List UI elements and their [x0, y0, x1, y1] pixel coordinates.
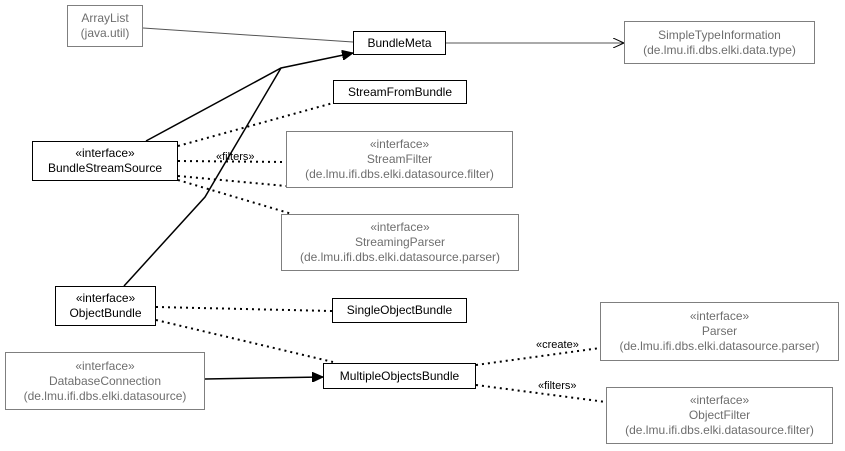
node-name: BundleStreamSource: [47, 161, 163, 175]
edge-arraylist-bundlemeta: [142, 27, 354, 43]
edge-objectbundle-multipleobjectsbundle: [155, 319, 334, 363]
node-stereotype: «interface»: [689, 393, 750, 407]
node-arraylist[interactable]: ArrayList (java.util): [67, 5, 143, 47]
node-package: (de.lmu.ifi.dbs.elki.data.type): [643, 42, 796, 57]
node-name: BundleMeta: [367, 35, 432, 50]
edge-label-create: «create»: [536, 339, 579, 351]
node-streamingparser[interactable]: «interface» StreamingParser (de.lmu.ifi.…: [281, 214, 519, 271]
node-name: ObjectBundle: [69, 306, 142, 320]
edge-bundlestreamsource-bundlemeta: [145, 53, 353, 142]
node-package: (de.lmu.ifi.dbs.elki.datasource.parser): [299, 250, 501, 264]
node-name: StreamingParser: [354, 235, 446, 249]
node-package: (de.lmu.ifi.dbs.elki.datasource.filter): [305, 167, 494, 181]
node-name: MultipleObjectsBundle: [339, 368, 460, 383]
edge-multipleobjectsbundle-objectfilter: [475, 384, 607, 403]
node-package: (de.lmu.ifi.dbs.elki.datasource.filter): [625, 423, 814, 437]
node-simpletypeinformation[interactable]: SimpleTypeInformation (de.lmu.ifi.dbs.el…: [624, 21, 815, 64]
edge-bundlestreamsource-streamingparser: [177, 179, 293, 215]
node-name: StreamFilter: [366, 152, 433, 166]
node-package: (java.util): [80, 26, 130, 40]
edge-bundlestreamsource-streamfilter-2: [177, 175, 287, 187]
node-stereotype: «interface»: [369, 137, 430, 151]
node-stereotype: «interface»: [75, 146, 135, 160]
node-objectfilter[interactable]: «interface» ObjectFilter (de.lmu.ifi.dbs…: [606, 387, 833, 444]
node-name: StreamFromBundle: [347, 84, 453, 99]
edge-label-filters-stream: «filters»: [216, 151, 255, 163]
node-name: ArrayList: [81, 11, 129, 25]
edge-label-filters-object: «filters»: [538, 380, 577, 392]
node-stereotype: «interface»: [75, 291, 136, 305]
node-package: (de.lmu.ifi.dbs.elki.datasource): [23, 388, 187, 403]
node-name: SimpleTypeInformation: [658, 27, 781, 42]
node-streamfilter[interactable]: «interface» StreamFilter (de.lmu.ifi.dbs…: [286, 131, 513, 188]
node-singleobjectbundle[interactable]: SingleObjectBundle: [332, 298, 467, 323]
node-stereotype: «interface»: [689, 309, 750, 323]
node-databaseconnection[interactable]: «interface» DatabaseConnection (de.lmu.i…: [5, 352, 205, 410]
node-name: ObjectFilter: [688, 408, 751, 422]
node-bundlestreamsource[interactable]: «interface» BundleStreamSource: [32, 141, 178, 181]
node-name: Parser: [701, 324, 738, 338]
node-bundlemeta[interactable]: BundleMeta: [353, 31, 446, 55]
node-name: DatabaseConnection: [48, 373, 162, 388]
node-package: (de.lmu.ifi.dbs.elki.datasource.parser): [619, 339, 820, 353]
edge-bundlestreamsource-streamfilter: [177, 160, 287, 163]
node-stereotype: «interface»: [370, 220, 430, 234]
node-objectbundle[interactable]: «interface» ObjectBundle: [55, 286, 156, 326]
edge-objectbundle-bundlemeta: [123, 67, 282, 287]
node-name: SingleObjectBundle: [346, 303, 453, 317]
edge-databaseconnection-multipleobjectsbundle: [204, 377, 323, 379]
edge-objectbundle-singleobjectbundle: [155, 306, 333, 312]
node-multipleobjectsbundle[interactable]: MultipleObjectsBundle: [323, 363, 476, 389]
node-stereotype: «interface»: [75, 358, 135, 373]
node-parser[interactable]: «interface» Parser (de.lmu.ifi.dbs.elki.…: [600, 302, 839, 361]
node-streamfrombundle[interactable]: StreamFromBundle: [333, 80, 467, 104]
